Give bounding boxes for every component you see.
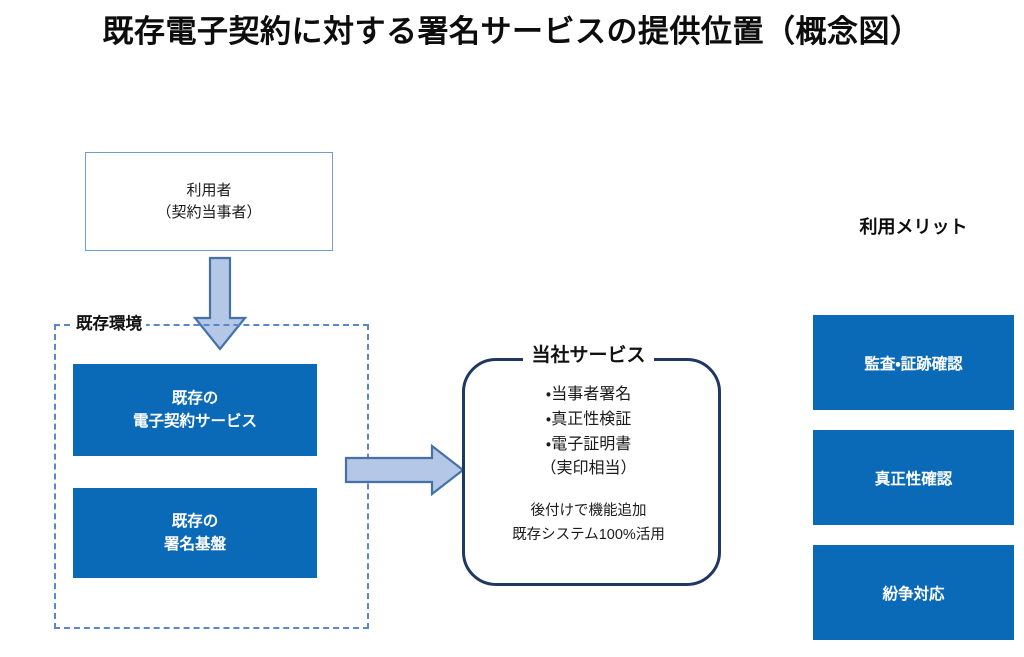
existing-signature-platform-line1: 既存の [171,512,219,530]
service-title-text: 当社サービス [523,345,654,366]
user-box-line2: （契約当事者） [156,203,262,221]
service-feature-item: ・真正性検証 [545,410,632,428]
existing-contract-service-line1: 既存の [171,389,219,407]
right-arrow-icon [344,443,465,497]
page-title: 既存電子契約に対する署名サービスの提供位置（概念図） [102,14,922,49]
service-note-list: 後付けで機能追加 既存システム100%活用 [462,500,715,548]
service-note-item: 既存システム100%活用 [512,526,665,543]
user-box-line1: 利用者 [186,181,232,199]
merit-box-audit: 監査・証跡確認 [813,315,1014,410]
service-feature-list: ・当事者署名 ・真正性検証 ・電子証明書 （実印相当） [462,383,715,482]
down-arrow-icon [192,256,248,351]
service-feature-item: ・電子証明書 [545,435,632,453]
service-title: 当社サービス [462,340,715,367]
existing-environment-label: 既存環境 [72,310,146,334]
service-note-item: 後付けで機能追加 [530,503,647,519]
existing-signature-platform-line2: 署名基盤 [163,536,226,553]
service-feature-item: （実印相当） [540,460,637,478]
existing-signature-platform-box: 既存の 署名基盤 [73,488,317,578]
existing-contract-service-line2: 電子契約サービス [132,413,257,430]
user-box: 利用者 （契約当事者） [85,152,333,251]
service-feature-item: ・当事者署名 [545,386,632,403]
existing-contract-service-box: 既存の 電子契約サービス [73,364,317,456]
merit-box-authenticity: 真正性確認 [813,430,1014,525]
merit-box-dispute: 紛争対応 [813,545,1014,640]
merits-title: 利用メリット [859,217,968,237]
